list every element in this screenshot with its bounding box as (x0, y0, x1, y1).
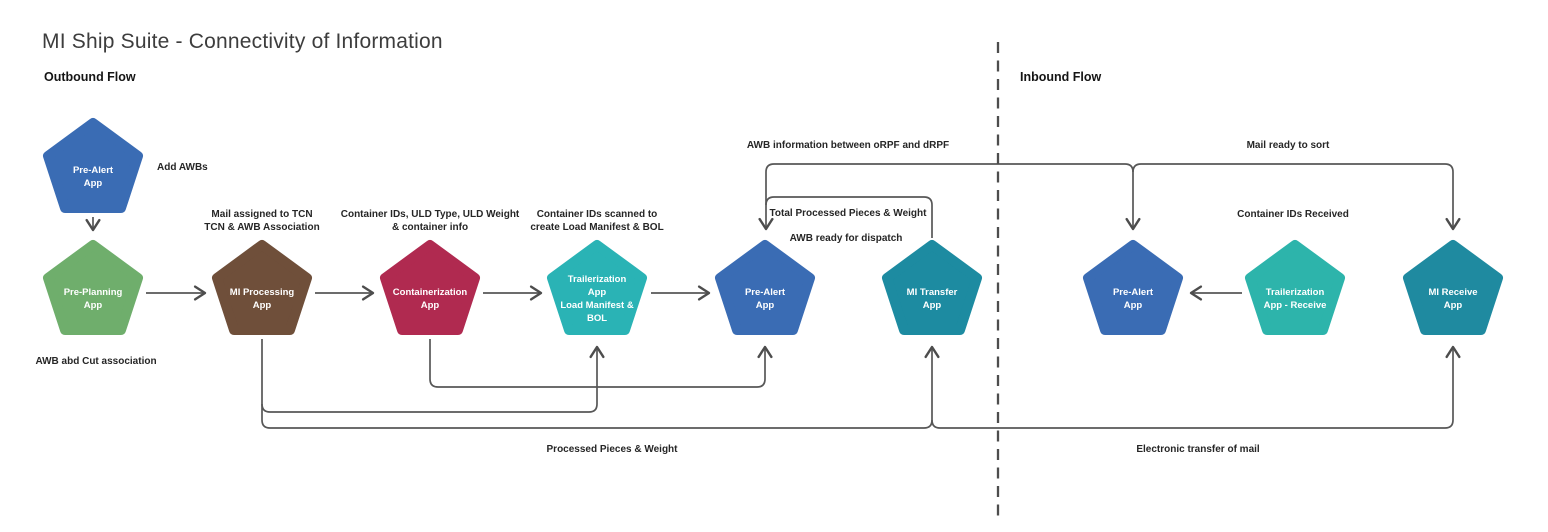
label-add-awbs: Add AWBs (157, 162, 208, 173)
pentagon-shape (380, 240, 480, 335)
node-containerization: Containerization App (380, 240, 480, 335)
pentagon-icon (43, 240, 143, 335)
label-awb-cut-association: AWB abd Cut association (35, 356, 157, 367)
pentagon-shape (1083, 240, 1183, 335)
arrow-electronictransfer-to-mireceive (931, 345, 1461, 429)
node-prealert-outbound-top: Pre-Alert App (43, 118, 143, 213)
pentagon-shape (43, 118, 143, 213)
arrow-mailready-to-mireceive (1132, 163, 1461, 231)
label-mail-assigned-tcn: Mail assigned to TCN TCN & AWB Associati… (204, 209, 320, 233)
label-awb-ready-dispatch: AWB ready for dispatch (789, 233, 903, 244)
node-miprocessing: MI Processing App (212, 240, 312, 335)
pentagon-icon (43, 118, 143, 213)
connector-mitransfer-loop (765, 196, 933, 238)
pentagon-shape (715, 240, 815, 335)
label-awb-information-orpf-drpf: AWB information between oRPF and dRPF (746, 140, 950, 151)
node-label: MI Receive App (1428, 286, 1478, 311)
inbound-flow-heading: Inbound Flow (1020, 70, 1102, 84)
node-preplanning: Pre-Planning App (43, 240, 143, 335)
label-processed-pieces-weight: Processed Pieces & Weight (546, 444, 678, 455)
pentagon-shape (212, 240, 312, 335)
pentagon-shape (1403, 240, 1503, 335)
label-electronic-transfer-mail: Electronic transfer of mail (1136, 444, 1260, 455)
node-label: MI Transfer App (906, 286, 958, 311)
pentagon-icon (547, 240, 647, 335)
outbound-flow-heading: Outbound Flow (44, 70, 136, 84)
pentagon-icon (882, 240, 982, 335)
page-title: MI Ship Suite - Connectivity of Informat… (42, 30, 443, 53)
pentagon-shape (547, 240, 647, 335)
label-mail-ready-to-sort: Mail ready to sort (1246, 140, 1330, 151)
pentagon-icon (1083, 240, 1183, 335)
node-label: Pre-Alert App (1112, 286, 1154, 311)
node-label: Containerization App (392, 286, 468, 311)
arrow-awbinfo-to-prealert-outbound (758, 163, 775, 231)
node-trailerization: Trailerization App Load Manifest & BOL (547, 240, 647, 335)
pentagon-icon (715, 240, 815, 335)
node-label: Pre-Planning App (63, 286, 123, 311)
pentagon-icon (212, 240, 312, 335)
pentagon-shape (1245, 240, 1345, 335)
pentagon-icon (380, 240, 480, 335)
pentagon-shape (882, 240, 982, 335)
node-prealert-outbound-dispatch: Pre-Alert App (715, 240, 815, 335)
label-total-processed-pieces: Total Processed Pieces & Weight (769, 208, 927, 219)
pentagon-shape (43, 240, 143, 335)
node-label: Pre-Alert App (744, 286, 786, 311)
node-label: Pre-Alert App (72, 164, 114, 189)
node-mitransfer: MI Transfer App (882, 240, 982, 335)
label-container-ids-uld: Container IDs, ULD Type, ULD Weight & co… (340, 209, 520, 233)
pentagon-icon (1403, 240, 1503, 335)
label-container-ids-received: Container IDs Received (1237, 209, 1349, 220)
node-trailerization-receive: Trailerization App - Receive (1245, 240, 1345, 335)
node-label: MI Processing App (229, 286, 295, 311)
node-label: Trailerization App - Receive (1263, 286, 1327, 311)
pentagon-icon (1245, 240, 1345, 335)
node-prealert-inbound: Pre-Alert App (1083, 240, 1183, 335)
label-container-ids-scanned: Container IDs scanned to create Load Man… (530, 209, 664, 233)
node-label: Trailerization App Load Manifest & BOL (560, 273, 634, 324)
node-mireceive: MI Receive App (1403, 240, 1503, 335)
